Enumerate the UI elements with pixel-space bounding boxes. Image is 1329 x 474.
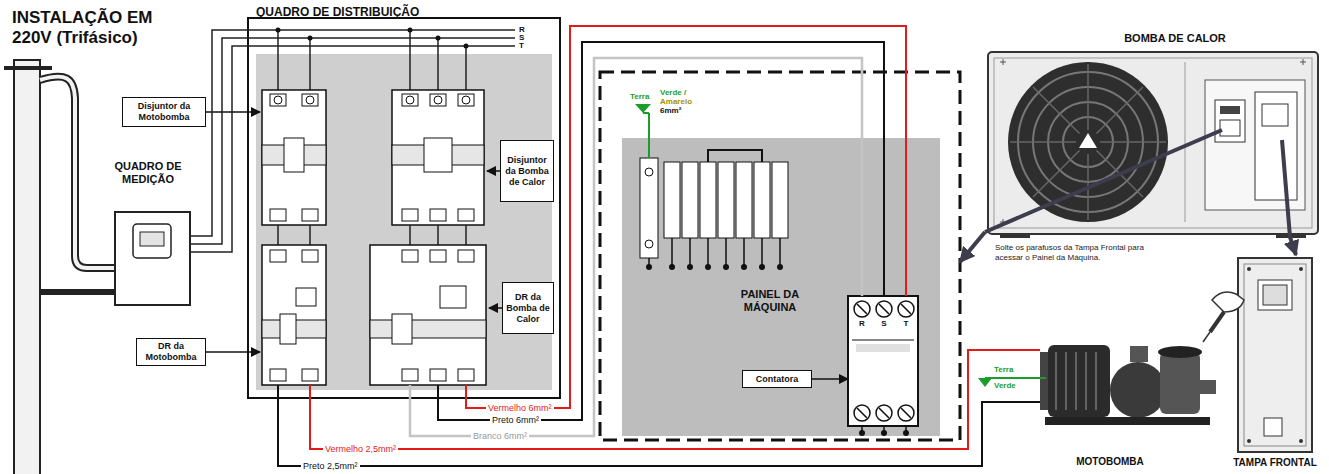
node-heading: MOTOBOMBA bbox=[1040, 456, 1180, 468]
pump-wire bbox=[310, 350, 1040, 449]
wire-colour-label: Verde / bbox=[660, 88, 686, 97]
rcd-label-box: DR da Bomba de Calor bbox=[502, 282, 554, 334]
wire-label: Branco 6mm² bbox=[471, 431, 529, 441]
wire-label: Preto 6mm² bbox=[490, 415, 541, 425]
wire-colour-label: Amarelo bbox=[660, 97, 692, 106]
heat-pump: BOMBA DE CALOR bbox=[985, 32, 1322, 237]
pointer-arrow bbox=[1290, 237, 1296, 255]
breaker-label-box: Disjuntor da Motobomba bbox=[122, 97, 206, 127]
phase-letter: S bbox=[519, 34, 524, 42]
node-heading: BOMBA DE CALOR bbox=[1115, 32, 1235, 45]
contactor-illustration bbox=[848, 296, 918, 436]
box-label: DR da Bomba de Calor bbox=[506, 292, 550, 325]
contactor-label-box: Contatora bbox=[742, 370, 812, 388]
supply-wire bbox=[190, 30, 248, 236]
wire-label: Preto 2,5mm² bbox=[301, 461, 360, 471]
box-label: Contatora bbox=[756, 374, 799, 385]
pointer-arrow bbox=[960, 232, 985, 262]
distribution-board-illustration bbox=[190, 18, 560, 398]
instruction-note: Solte os parafusos da Tampa Frontal para… bbox=[995, 243, 1160, 263]
pool-pump: MOTOBOMBA bbox=[1040, 330, 1220, 470]
pool-pump-illustration bbox=[978, 345, 1216, 425]
hand-screwdriver-icon bbox=[1203, 292, 1244, 342]
node-heading: S bbox=[878, 319, 890, 328]
distribution-board: QUADRO DE DISTRIBUIÇÃO Disjuntor da Bomba… bbox=[248, 6, 560, 398]
contactor-device: R S T bbox=[848, 296, 918, 426]
box-label: Disjuntor da Bomba de Calor bbox=[504, 155, 550, 188]
wire-label: Vermelho 6mm² bbox=[486, 403, 554, 413]
phase-letter: R bbox=[519, 26, 525, 34]
phase-wire bbox=[410, 58, 862, 436]
meter-box: QUADRO DE MEDIÇÃO bbox=[106, 160, 190, 308]
breaker-label-box: Disjuntor da Bomba de Calor bbox=[500, 140, 554, 202]
front-cover-illustration bbox=[1238, 258, 1312, 452]
phase-letter: T bbox=[519, 42, 524, 50]
wire-gauge-label: 6mm² bbox=[660, 106, 681, 115]
box-label: Disjuntor da Motobomba bbox=[126, 101, 202, 123]
wire-label: Vermelho 2,5mm² bbox=[323, 444, 398, 454]
ground-label: Terra bbox=[994, 365, 1013, 374]
heat-pump-illustration bbox=[985, 52, 1318, 238]
meter-box-illustration bbox=[115, 212, 190, 305]
machine-panel: PAINEL DA MÁQUINA R S T Contatora bbox=[600, 72, 960, 440]
pump-wire bbox=[278, 398, 1040, 466]
diagram-title: INSTALAÇÃO EM 220V (Trifásico) bbox=[12, 8, 172, 48]
front-cover: TAMPA FRONTAL bbox=[1232, 255, 1318, 472]
leader-arrow bbox=[812, 378, 848, 380]
phase-wire bbox=[466, 26, 906, 408]
node-heading: R bbox=[856, 319, 868, 328]
node-heading: QUADRO DE MEDIÇÃO bbox=[106, 160, 190, 186]
ground-label: Terra bbox=[630, 92, 649, 101]
node-heading: TAMPA FRONTAL bbox=[1232, 457, 1318, 469]
wire-colour-label: Verde bbox=[994, 381, 1016, 390]
rcd-label-box: DR da Motobomba bbox=[136, 338, 206, 366]
label-leader-arrows bbox=[206, 112, 502, 352]
node-heading: PAINEL DA MÁQUINA bbox=[720, 288, 820, 314]
node-heading: T bbox=[900, 319, 912, 328]
node-heading: QUADRO DE DISTRIBUIÇÃO bbox=[256, 6, 516, 19]
box-label: DR da Motobomba bbox=[140, 341, 202, 363]
utility-pole bbox=[4, 60, 115, 474]
phase-wire bbox=[438, 42, 884, 420]
